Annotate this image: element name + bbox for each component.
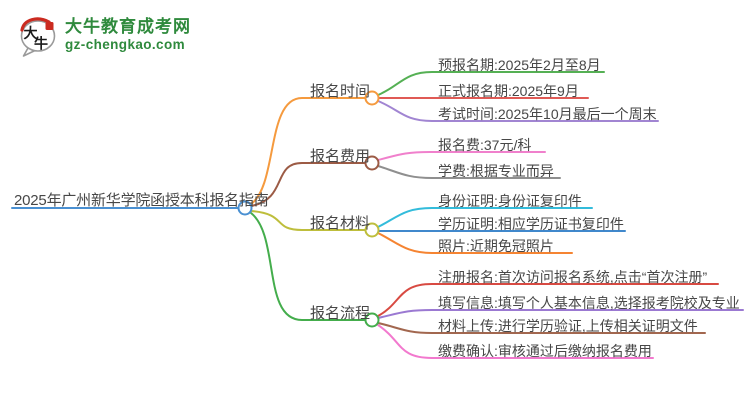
leaf-label-yubaomingqi: 预报名期:2025年2月至8月 — [438, 57, 601, 73]
branch-3-node-circle — [364, 312, 380, 328]
leaf-label-jiaofeiqueren: 缴费确认:审核通过后缴纳报名费用 — [438, 343, 652, 359]
logo-char-2: 牛 — [34, 36, 48, 52]
logo-seal — [45, 22, 54, 30]
branch-label-baoming-shijian: 报名时间 — [310, 83, 371, 100]
edge-branch-3-child-2 — [377, 322, 706, 334]
edge-root-to-branch-1 — [250, 162, 366, 207]
root-node-label: 2025年广州新华学院函授本科报名指南 — [14, 192, 269, 209]
site-logo: 大 牛 大牛教育成考网 gz-chengkao.com — [18, 14, 191, 57]
edge-branch-2-child-2 — [377, 232, 573, 254]
edge-branch-3-child-0 — [377, 283, 719, 317]
edge-branch-1-child-0 — [377, 151, 546, 161]
branch-1-node-circle — [364, 155, 380, 171]
branch-0-node-circle — [364, 90, 380, 106]
leaf-label-tianxiexinxi: 填写信息:填写个人基本信息,选择报考院校及专业 — [438, 295, 740, 311]
edge-root-to-branch-2 — [250, 210, 366, 231]
leaf-label-baomingfei: 报名费:37元/科 — [438, 137, 532, 153]
edge-root-to-branch-3 — [250, 212, 366, 321]
edge-branch-3-child-3 — [377, 324, 654, 359]
logo-char-1: 大 — [24, 25, 38, 41]
leaf-label-shenfenzhengming: 身份证明:身份证复印件 — [438, 193, 582, 209]
edge-branch-1-child-1 — [377, 165, 561, 179]
branch-label-baoming-liucheng: 报名流程 — [310, 305, 371, 322]
edge-branch-3-child-1 — [377, 309, 744, 319]
edge-branch-2-child-0 — [377, 207, 593, 228]
edge-branch-0-child-0 — [377, 71, 605, 96]
daniu-logo-icon: 大 牛 — [20, 17, 56, 57]
logo-red-arc — [20, 17, 51, 32]
leaf-label-xuelizhengming: 学历证明:相应学历证书复印件 — [438, 216, 624, 232]
speech-bubble-tail — [22, 47, 35, 57]
leaf-label-cailiaoshangchuan: 材料上传:进行学历验证,上传相关证明文件 — [438, 318, 698, 334]
branch-label-baoming-feiyong: 报名费用 — [310, 148, 371, 165]
edge-branch-0-child-2 — [377, 100, 659, 122]
root-node-circle — [237, 200, 253, 216]
brand-text: 大牛教育成考网 gz-chengkao.com — [65, 18, 191, 52]
edge-root-to-branch-0 — [250, 97, 366, 205]
leaf-label-kaoshishijian: 考试时间:2025年10月最后一个周末 — [438, 106, 657, 122]
leaf-label-zhaopian: 照片:近期免冠照片 — [438, 238, 554, 254]
leaf-label-zhengshibaomingqi: 正式报名期:2025年9月 — [438, 83, 579, 99]
leaf-label-zhucebaoming: 注册报名:首次访问报名系统,点击“首次注册” — [438, 269, 708, 285]
branch-2-node-circle — [364, 222, 380, 238]
brand-title: 大牛教育成考网 — [65, 17, 191, 37]
branch-label-baoming-cailiao: 报名材料 — [310, 215, 371, 232]
leaf-label-xuefei: 学费:根据专业而异 — [438, 163, 554, 179]
brand-domain: gz-chengkao.com — [65, 37, 186, 53]
